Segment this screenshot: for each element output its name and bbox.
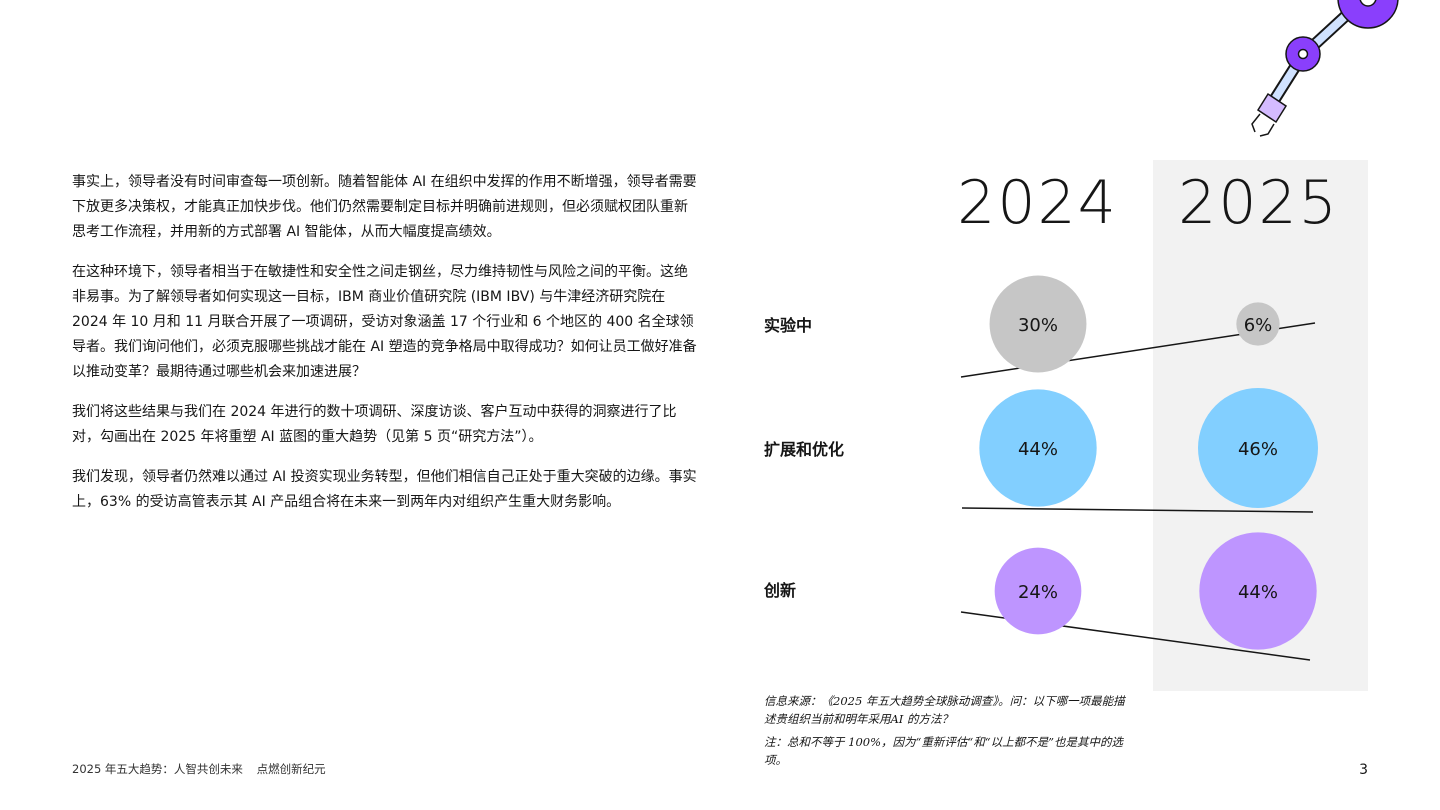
row-label-innovating: 创新: [764, 581, 797, 600]
value-label-2025-row-2: 44%: [1238, 582, 1278, 603]
bubble-2024-row-2: [994, 547, 1082, 635]
year-header-2025: 2025: [1178, 168, 1339, 238]
bubble-2025-row-1: [1198, 388, 1318, 508]
footer: 2025 年五大趋势：人智共创未来 点燃创新纪元: [72, 761, 336, 777]
row-label-scaling: 扩展和优化: [764, 440, 845, 459]
row-label-experimenting: 实验中: [764, 316, 813, 335]
value-label-2025-row-0: 6%: [1244, 315, 1273, 336]
footer-section: 点燃创新纪元: [256, 762, 326, 776]
value-label-2024-row-2: 24%: [1018, 582, 1058, 603]
body-text: 事实上，领导者没有时间审查每一项创新。随着智能体 AI 在组织中发挥的作用不断增…: [72, 170, 697, 530]
row-baseline-1: [961, 507, 1314, 513]
value-label-2024-row-1: 44%: [1018, 439, 1058, 460]
bubble-2024-row-1: [979, 389, 1097, 507]
page-number: 3: [1359, 762, 1368, 778]
paragraph: 事实上，领导者没有时间审查每一项创新。随着智能体 AI 在组织中发挥的作用不断增…: [72, 174, 697, 240]
source-question: 信息来源：《2025 年五大趋势全球脉动调查》。问：以下哪一项最能描述贵组织当前…: [764, 694, 1125, 726]
robot-arm-icon: [1251, 0, 1399, 137]
source-note: 信息来源：《2025 年五大趋势全球脉动调查》。问：以下哪一项最能描述贵组织当前…: [764, 692, 1134, 774]
paragraph: 在这种环境下，领导者相当于在敏捷性和安全性之间走钢丝，尽力维持韧性与风险之间的平…: [72, 264, 697, 380]
value-label-2025-row-1: 46%: [1238, 439, 1278, 460]
value-label-2024-row-0: 30%: [1018, 315, 1058, 336]
footer-report-title: 2025 年五大趋势：人智共创未来: [72, 762, 243, 776]
paragraph: 我们将这些结果与我们在 2024 年进行的数十项调研、深度访谈、客户互动中获得的…: [72, 404, 677, 445]
paragraph: 我们发现，领导者仍然难以通过 AI 投资实现业务转型，但他们相信自己正处于重大突…: [72, 469, 697, 510]
source-footnote: 注：总和不等于 100%，因为“重新评估“和“以上都不是”也是其中的选项。: [764, 735, 1124, 767]
bubble-2025-row-2: [1199, 532, 1317, 650]
bubble-2024-row-0: [989, 275, 1087, 373]
bubble-2025-row-0: [1236, 302, 1280, 346]
year-header-2024: 2024: [957, 168, 1118, 238]
